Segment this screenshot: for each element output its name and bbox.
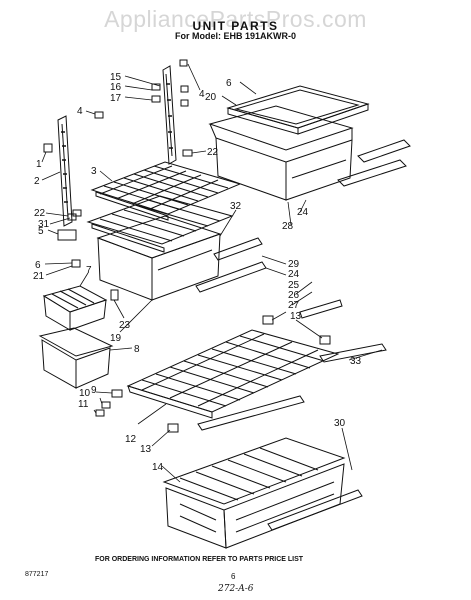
callout-5: 5 <box>38 226 44 237</box>
callout-16: 16 <box>110 82 122 93</box>
rail-clips <box>43 83 193 301</box>
top-glass-shelf <box>226 85 370 135</box>
freezer-basket <box>162 437 363 549</box>
ice-cube-tray <box>42 285 108 331</box>
callout-7: 7 <box>86 265 92 276</box>
callout-30: 30 <box>334 418 346 429</box>
callout-31: 31 <box>38 219 50 230</box>
callout-15: 15 <box>110 72 122 83</box>
callout-numbers: 15 16 17 4 4 6 20 1 2 3 22 22 31 5 32 24… <box>33 72 362 473</box>
callout-1: 1 <box>36 159 42 170</box>
callout-22: 22 <box>34 208 46 219</box>
ordering-note: FOR ORDERING INFORMATION REFER TO PARTS … <box>95 556 304 563</box>
lower-shelf-trims <box>167 315 387 433</box>
callout-8: 8 <box>134 344 140 355</box>
freezer-wire-shelf <box>95 329 340 419</box>
callout-25: 25 <box>288 280 300 291</box>
callout-9: 9 <box>91 385 97 396</box>
callout-24: 24 <box>288 269 300 280</box>
callout-6: 6 <box>226 78 232 89</box>
callout-21: 21 <box>33 271 45 282</box>
center-shelf-rail <box>162 59 189 165</box>
callout-26: 26 <box>288 290 300 301</box>
callout-11: 11 <box>78 399 89 410</box>
callout-17: 17 <box>110 93 122 104</box>
callout-19: 19 <box>110 333 122 344</box>
model-subtitle: For Model: EHB 191AKWR-0 <box>174 31 296 41</box>
callout-10: 10 <box>79 388 91 399</box>
callout-14: 14 <box>152 462 164 473</box>
callout-33: 33 <box>350 356 362 367</box>
diagram-title: UNIT PARTS <box>192 19 279 33</box>
callout-22: 22 <box>207 147 219 158</box>
callout-32: 32 <box>230 201 242 212</box>
callout-13: 13 <box>290 311 302 322</box>
callout-28: 28 <box>282 221 294 232</box>
ice-bucket <box>38 327 114 389</box>
watermark-logo: AppliancePartsPros.com <box>104 6 367 32</box>
callout-24: 24 <box>297 207 309 218</box>
document-code: 877217 <box>25 571 49 578</box>
callout-12: 12 <box>125 434 137 445</box>
upper-wire-shelf <box>90 161 242 221</box>
callout-leaders <box>41 63 383 483</box>
callout-13: 13 <box>140 444 152 455</box>
callout-4: 4 <box>199 89 205 100</box>
callout-3: 3 <box>91 166 97 177</box>
trim-strips <box>195 139 411 319</box>
callout-29: 29 <box>288 259 300 270</box>
callout-2: 2 <box>34 176 40 187</box>
page-number: 6 <box>231 572 236 581</box>
callout-27: 27 <box>288 300 300 311</box>
left-shelf-rail <box>57 115 73 227</box>
callout-20: 20 <box>205 92 217 103</box>
handwritten-code: 272-A-6 <box>218 584 254 594</box>
upper-storage-pan <box>208 105 354 201</box>
callout-4: 4 <box>77 106 83 117</box>
callout-6: 6 <box>35 260 41 271</box>
callout-23: 23 <box>119 320 131 331</box>
